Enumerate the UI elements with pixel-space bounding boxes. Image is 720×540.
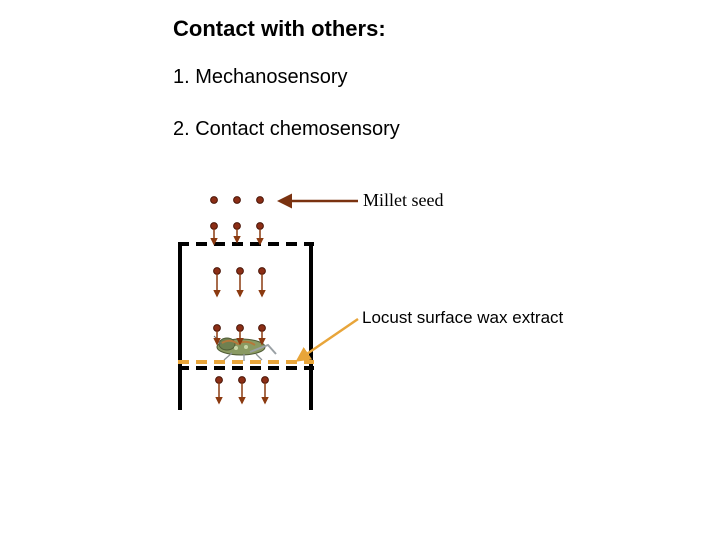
seed-icon	[256, 222, 264, 230]
seed-icon	[261, 376, 269, 384]
seed-icon	[256, 196, 264, 204]
seed-icon	[258, 324, 266, 332]
list-item-mechanosensory: 1. Mechanosensory	[173, 66, 348, 88]
seed-icon	[215, 376, 223, 384]
seed-icon	[210, 222, 218, 230]
seed-icon	[210, 196, 218, 204]
wax-extract-label: Locust surface wax extract	[362, 308, 564, 327]
seed-icon	[233, 222, 241, 230]
seed-row-4	[213, 324, 266, 346]
seed-row-2	[210, 222, 264, 246]
seed-icon	[233, 196, 241, 204]
seed-row-1	[210, 196, 264, 204]
seed-icon	[213, 267, 221, 275]
slide-title: Contact with others:	[173, 16, 386, 41]
locust-icon	[213, 335, 277, 361]
millet-seed-label: Millet seed	[363, 190, 444, 210]
seed-icon	[258, 267, 266, 275]
wax-label-pointer	[295, 317, 359, 362]
seed-icon	[236, 324, 244, 332]
seed-icon	[238, 376, 246, 384]
list-item-contact-chemosensory: 2. Contact chemosensory	[173, 118, 400, 140]
seed-icon	[213, 324, 221, 332]
seed-icon	[236, 267, 244, 275]
seed-row-3	[213, 267, 266, 298]
seed-row-5	[215, 376, 269, 405]
